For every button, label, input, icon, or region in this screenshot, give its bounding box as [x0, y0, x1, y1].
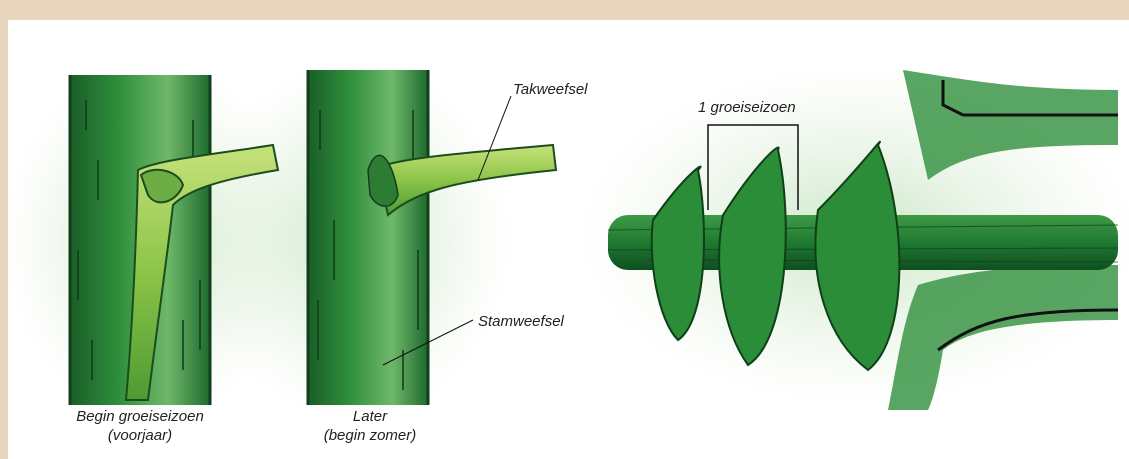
caption-later-line2: (begin zomer): [300, 426, 440, 445]
label-one-season: 1 groeiseizoen: [698, 98, 796, 117]
label-branch-tissue: Takweefsel: [513, 80, 588, 99]
illustration-frame: Takweefsel Stamweefsel 1 groeiseizoen Be…: [8, 20, 1129, 459]
caption-later-line1: Later: [300, 407, 440, 426]
caption-early-line1: Begin groeiseizoen: [60, 407, 220, 426]
caption-early-season: Begin groeiseizoen (voorjaar): [60, 407, 220, 445]
caption-later-season: Later (begin zomer): [300, 407, 440, 445]
caption-early-line2: (voorjaar): [60, 426, 220, 445]
label-stem-tissue: Stamweefsel: [478, 312, 564, 331]
